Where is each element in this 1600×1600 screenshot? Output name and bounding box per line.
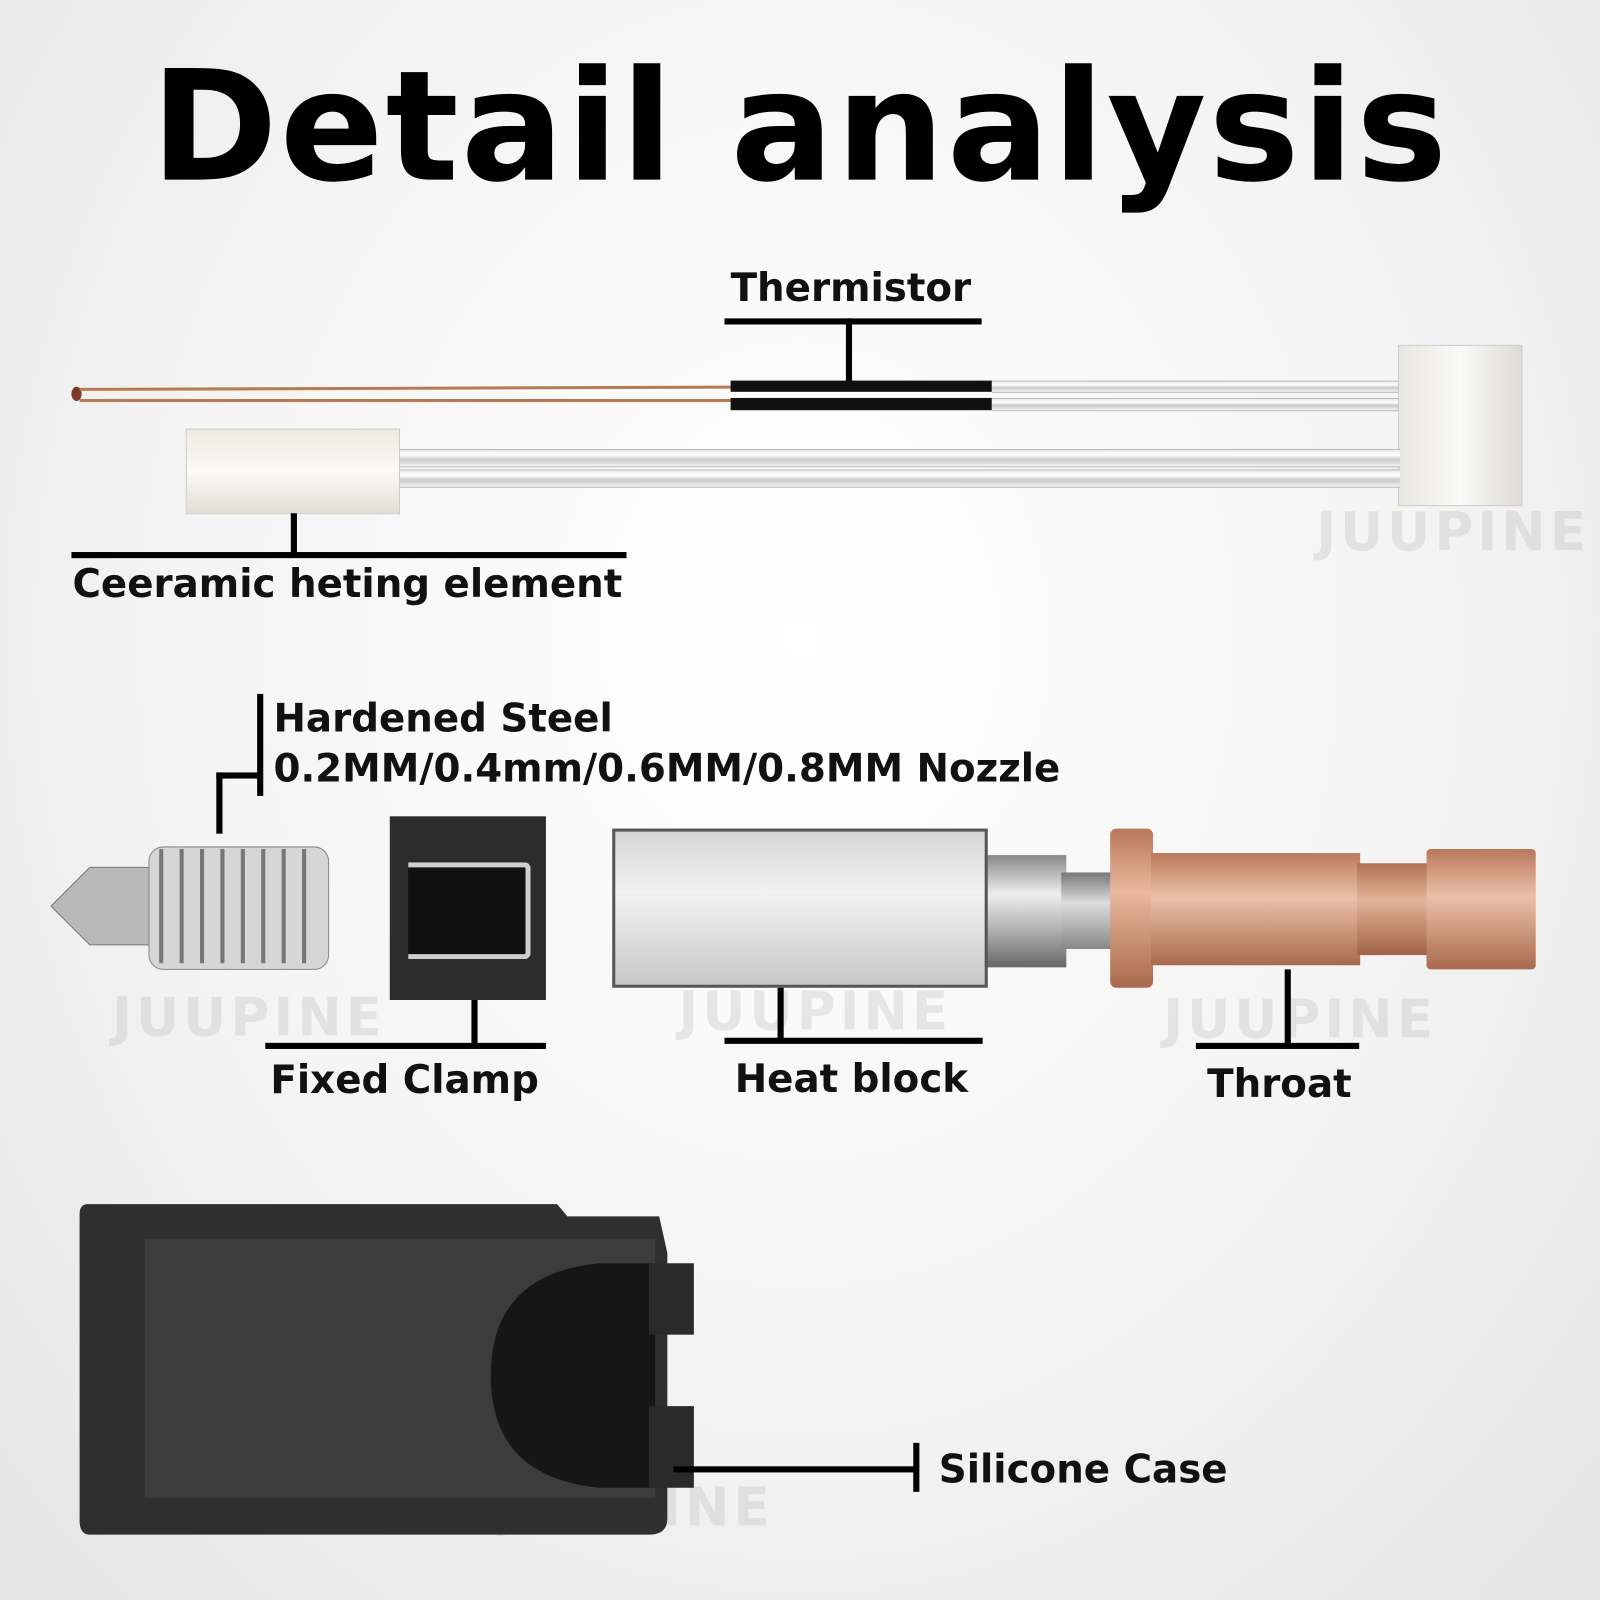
heater-tube xyxy=(395,448,1400,468)
fixed-clamp-image xyxy=(389,816,546,1000)
heater-tube xyxy=(395,469,1400,488)
thermistor-sleeve xyxy=(730,397,992,411)
watermark: JUUPINE xyxy=(1316,502,1591,564)
callout-line xyxy=(724,1037,983,1044)
callout-line xyxy=(290,513,297,557)
thermistor-wire xyxy=(79,398,733,403)
page-title: Detail analysis xyxy=(150,38,1450,217)
callout-line xyxy=(913,1442,920,1492)
throat-image xyxy=(1110,828,1154,988)
throat-label: Throat xyxy=(1207,1061,1352,1107)
thermistor-tube xyxy=(991,380,1400,393)
silicone-case-image xyxy=(79,1204,694,1535)
watermark: JUUPINE xyxy=(1163,989,1438,1052)
ceramic-heater xyxy=(185,428,400,515)
silicone-case-label: Silicone Case xyxy=(938,1446,1228,1492)
callout-line xyxy=(724,318,982,325)
nozzle-label-material: Hardened Steel xyxy=(273,695,613,741)
callout-line xyxy=(71,552,627,559)
callout-line xyxy=(216,772,223,834)
callout-line xyxy=(216,772,262,779)
callout-line xyxy=(673,1466,919,1473)
thermistor-wire xyxy=(79,385,733,391)
heat-block-label: Heat block xyxy=(734,1056,969,1102)
connector-plug xyxy=(1397,344,1523,507)
callout-line xyxy=(845,318,853,382)
fixed-clamp-label: Fixed Clamp xyxy=(270,1057,539,1103)
throat-image xyxy=(1357,863,1429,956)
throat-image xyxy=(1426,848,1536,970)
ceramic-label: Ceeramic heting element xyxy=(72,561,623,607)
watermark: JUUPINE xyxy=(678,981,953,1043)
callout-line xyxy=(1195,1042,1360,1049)
thermistor-label: Thermistor xyxy=(730,265,972,311)
nozzle-image xyxy=(50,846,330,970)
throat-image xyxy=(1151,853,1361,966)
callout-line xyxy=(257,693,264,796)
watermark: JUUPINE xyxy=(112,987,387,1049)
nozzle-label-sizes: 0.2MM/0.4mm/0.6MM/0.8MM Nozzle xyxy=(273,745,1061,791)
callout-line xyxy=(1284,969,1291,1046)
thermistor-sleeve xyxy=(730,380,992,392)
callout-line xyxy=(777,987,784,1041)
thermistor-bead xyxy=(71,386,82,402)
heat-block-shaft xyxy=(984,855,1067,968)
callout-line xyxy=(471,999,478,1047)
callout-line xyxy=(265,1042,546,1049)
heat-block-image xyxy=(612,828,988,988)
thermistor-tube xyxy=(991,397,1400,412)
